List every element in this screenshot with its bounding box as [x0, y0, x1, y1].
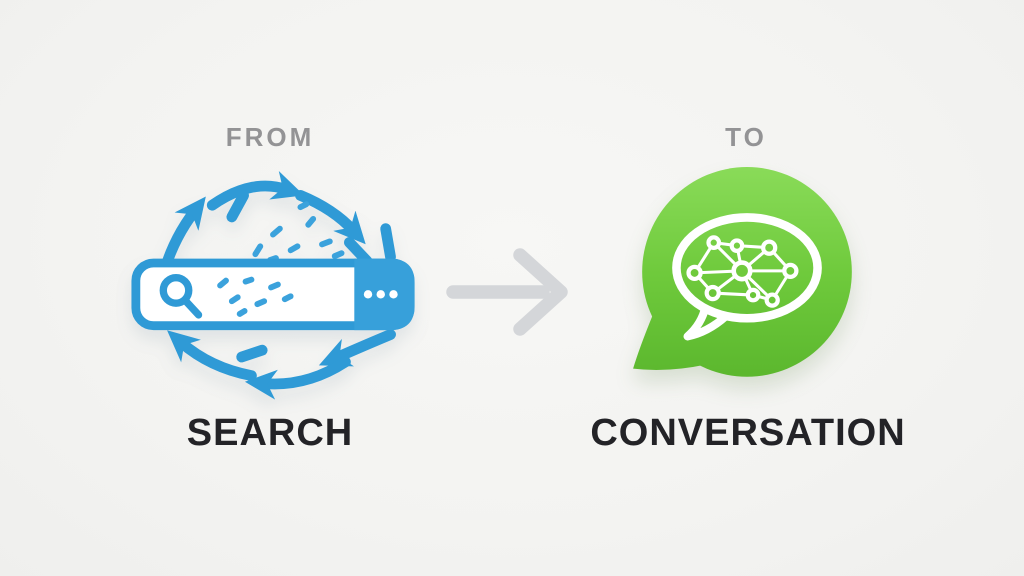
rotating-arrows-icon — [159, 171, 396, 400]
to-title: CONVERSATION — [590, 412, 906, 454]
from-title: SEARCH — [186, 412, 354, 454]
search-bar-icon — [131, 171, 415, 400]
search-bar — [131, 258, 415, 331]
graph-node — [764, 292, 780, 308]
graph-node — [686, 264, 703, 282]
graph-center-node — [731, 260, 753, 282]
graph-node — [729, 238, 745, 254]
chat-bubble-icon — [633, 167, 852, 377]
to-kicker: TO — [725, 122, 767, 152]
ellipsis-icon — [363, 290, 398, 299]
network-graph-icon — [686, 235, 799, 308]
from-kicker: FROM — [225, 122, 315, 152]
search-rotating-arrows-illustration — [126, 166, 420, 406]
graph-node — [704, 284, 721, 302]
graph-node — [706, 235, 722, 251]
conversation-bubble-illustration — [631, 161, 863, 411]
query-confetti — [217, 276, 294, 317]
confetti-dashes — [252, 201, 345, 263]
magnifier-icon — [159, 274, 203, 319]
arrow-right-icon — [445, 248, 570, 341]
graph-node — [761, 239, 778, 256]
graph-node — [782, 262, 799, 280]
graph-node — [745, 287, 761, 303]
